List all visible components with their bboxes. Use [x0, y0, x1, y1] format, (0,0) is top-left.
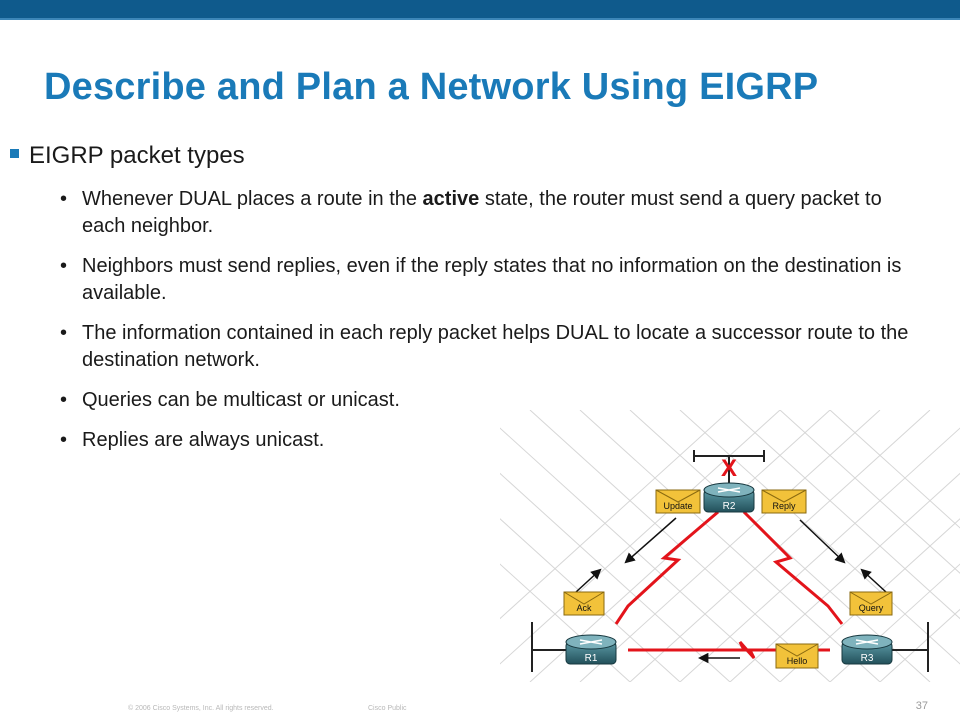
packet-label: Hello [787, 656, 808, 666]
link-r2-r1 [614, 510, 719, 625]
router-r3: R3 [841, 634, 893, 665]
reply-packet-icon: Reply [761, 489, 807, 514]
hello-packet-icon: Hello [775, 643, 819, 669]
bullet-item: Neighbors must send replies, even if the… [60, 253, 910, 307]
bullet-item: Whenever DUAL places a route in the acti… [60, 186, 910, 240]
section-heading-text: EIGRP packet types [29, 142, 245, 169]
router-r2: R2 [703, 482, 755, 513]
packet-arrows [575, 517, 887, 664]
bullet-item: The information contained in each reply … [60, 320, 910, 374]
router-label: R3 [861, 653, 874, 664]
packet-label: Reply [772, 501, 796, 511]
ack-packet-icon: Ack [563, 591, 605, 616]
square-bullet-icon [10, 149, 19, 158]
router-label: R2 [723, 501, 736, 512]
bullet-item: Replies are always unicast. [60, 427, 910, 454]
copyright-notice: © 2006 Cisco Systems, Inc. All rights re… [128, 705, 274, 712]
router-label: R1 [585, 653, 598, 664]
packet-label: Update [663, 501, 692, 511]
section-heading: EIGRP packet types [10, 142, 245, 170]
top-banner [0, 0, 960, 20]
classification-label: Cisco Public [368, 705, 407, 712]
update-packet-icon: Update [655, 489, 701, 514]
query-packet-icon: Query [849, 591, 893, 616]
router-r1: R1 [565, 634, 617, 665]
packet-label: Ack [576, 603, 592, 613]
page-number: 37 [915, 700, 928, 712]
eigrp-topology-diagram: X R2 R1 R3 Update Reply [500, 410, 960, 682]
packet-label: Query [859, 603, 884, 613]
link-failure-icon: X [721, 455, 737, 482]
slide-title: Describe and Plan a Network Using EIGRP [44, 66, 819, 108]
link-r2-r3 [742, 510, 844, 625]
link-r1-r3 [628, 641, 830, 659]
bullet-list: Whenever DUAL places a route in the acti… [60, 186, 910, 467]
serial-links [614, 510, 844, 659]
bullet-item: Queries can be multicast or unicast. [60, 387, 910, 414]
